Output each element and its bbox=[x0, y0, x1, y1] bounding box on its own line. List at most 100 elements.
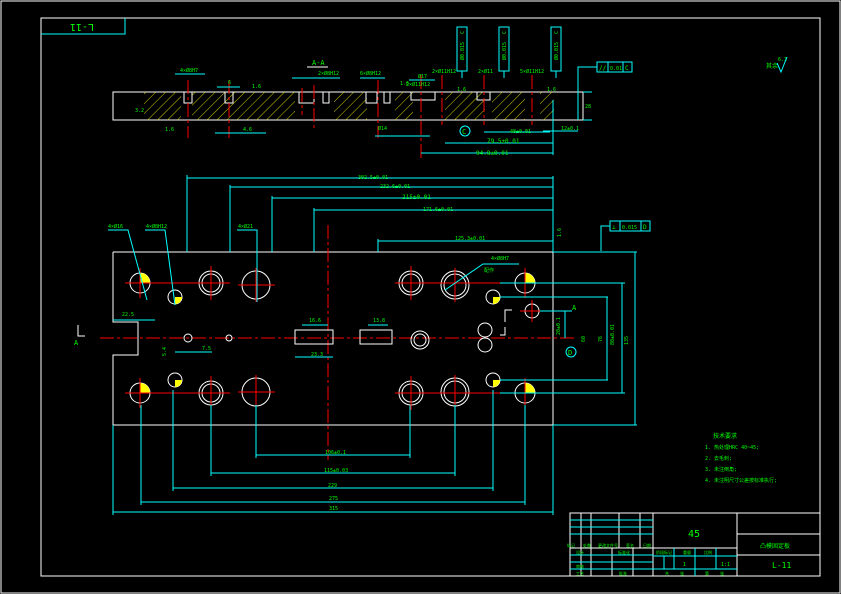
svg-text:16.6: 16.6 bbox=[309, 318, 321, 324]
svg-text:Ø0.015: Ø0.015 bbox=[501, 42, 508, 60]
svg-text:第: 第 bbox=[705, 570, 709, 576]
thickness-dim: 28 bbox=[585, 104, 591, 110]
drawing-number-tag bbox=[41, 18, 126, 35]
svg-text:106±0.1: 106±0.1 bbox=[325, 450, 346, 456]
hatch-region bbox=[395, 92, 413, 120]
svg-text:20±0.1: 20±0.1 bbox=[556, 317, 562, 335]
hole-callout: 4×Ø8H12 bbox=[146, 223, 167, 230]
svg-text:C: C bbox=[554, 31, 560, 34]
hole-callout: 2×Ø8H12 bbox=[318, 70, 339, 77]
svg-text:80±0.01: 80±0.01 bbox=[610, 324, 616, 345]
svg-text:张: 张 bbox=[680, 570, 684, 576]
hatch-region bbox=[232, 92, 295, 120]
drawing-number-text: L-11 bbox=[772, 561, 791, 570]
roughness-value: 1.6 bbox=[400, 81, 409, 87]
tolerance-frame: Ø0.015 C bbox=[550, 26, 562, 78]
svg-text:229: 229 bbox=[328, 483, 337, 489]
svg-text:设计: 设计 bbox=[576, 549, 584, 555]
svg-text:标记: 标记 bbox=[567, 542, 575, 548]
hatch-region bbox=[492, 92, 525, 120]
counterbore bbox=[383, 91, 391, 104]
roughness-note: 其余 6.3 bbox=[766, 56, 788, 74]
svg-text:工艺: 工艺 bbox=[576, 571, 584, 576]
svg-text:302.5±0.01: 302.5±0.01 bbox=[358, 175, 388, 181]
parallelism-frame: // 0.01 C bbox=[577, 61, 633, 92]
svg-text:135: 135 bbox=[624, 336, 630, 345]
svg-text:215±0.01: 215±0.01 bbox=[402, 194, 431, 201]
drawing-number-tag-text: L-11 bbox=[70, 21, 94, 32]
svg-text:22.5: 22.5 bbox=[122, 312, 134, 318]
svg-text:6.3: 6.3 bbox=[778, 57, 787, 63]
svg-text://: // bbox=[599, 65, 607, 72]
tech-requirements: 技术要求 1. 热处理HRC 40~45; 2. 去毛刺; 3. 未注倒角; 4… bbox=[705, 432, 777, 484]
svg-text:处数: 处数 bbox=[583, 542, 591, 548]
svg-text:其余: 其余 bbox=[766, 62, 778, 70]
hole-callout: 4×Ø8H7 bbox=[180, 67, 198, 74]
svg-text:115±0.03: 115±0.03 bbox=[324, 468, 348, 474]
hatch-region bbox=[144, 92, 181, 120]
hole-callout: 4×Ø21 bbox=[238, 223, 253, 230]
svg-text:0.01: 0.01 bbox=[610, 66, 622, 72]
svg-text:76: 76 bbox=[598, 336, 604, 342]
svg-text:张: 张 bbox=[720, 570, 724, 576]
svg-text:Ø0.015: Ø0.015 bbox=[459, 42, 466, 60]
svg-text:D: D bbox=[568, 349, 572, 357]
hole-callout: 4×Ø16 bbox=[108, 223, 123, 230]
hole-callout: 2×Ø11 bbox=[478, 68, 493, 75]
svg-text:批准: 批准 bbox=[619, 570, 627, 576]
svg-text:23.3: 23.3 bbox=[311, 352, 323, 358]
hatch-region bbox=[334, 92, 367, 120]
roughness-value: 3.2 bbox=[135, 108, 144, 114]
tolerance-frame: Ø0.015 C bbox=[498, 26, 510, 78]
datum-c-symbol bbox=[459, 125, 471, 137]
svg-text:签名: 签名 bbox=[626, 542, 634, 548]
inner-frame bbox=[40, 17, 821, 577]
hatch-region bbox=[192, 92, 232, 120]
datum-c-label: C bbox=[462, 128, 466, 136]
hole-callout: 2×Ø11H12 bbox=[406, 81, 430, 88]
svg-text:0.015: 0.015 bbox=[622, 225, 637, 231]
svg-text:60: 60 bbox=[581, 336, 587, 342]
counterbore bbox=[410, 91, 436, 101]
hole-callout: 2×Ø11H12 bbox=[432, 68, 456, 75]
hole-callout: 4×Ø8H7 bbox=[491, 255, 509, 262]
hatch-region bbox=[445, 92, 485, 120]
plate-outline bbox=[112, 251, 554, 426]
section-marker: A bbox=[74, 339, 79, 347]
punch-slot bbox=[294, 329, 334, 345]
section-label: A-A bbox=[312, 59, 325, 67]
roughness-value: 1.6 bbox=[547, 87, 556, 93]
counterbore bbox=[365, 91, 378, 104]
dimension-text: 48±0.01 bbox=[510, 129, 531, 135]
tech-requirement-item: 1. 热处理HRC 40~45; bbox=[705, 444, 759, 451]
roughness-value: 1.6 bbox=[252, 84, 261, 90]
tech-requirements-title: 技术要求 bbox=[713, 432, 737, 440]
part-name-text: 凸模固定板 bbox=[760, 542, 790, 550]
tolerance-frame: Ø0.015 C bbox=[456, 26, 468, 78]
svg-text:D: D bbox=[643, 224, 647, 231]
depth-dim: 6 bbox=[228, 80, 231, 86]
svg-text:标准化: 标准化 bbox=[618, 549, 630, 555]
quantity-value: 1 bbox=[683, 562, 686, 568]
scale-value: 1:1 bbox=[721, 562, 730, 568]
svg-text:阶段标记: 阶段标记 bbox=[656, 549, 672, 555]
tech-requirement-item: 3. 未注倒角; bbox=[705, 466, 737, 473]
tech-requirement-item: 2. 去毛刺; bbox=[705, 455, 732, 462]
svg-text:232.6±0.01: 232.6±0.01 bbox=[380, 184, 410, 190]
hole-callout: 配作 bbox=[484, 267, 494, 274]
right-dimensions: 135 80±0.01 76 20±0.1 60 bbox=[500, 251, 637, 426]
svg-text:7.5: 7.5 bbox=[202, 346, 211, 352]
punch-slot bbox=[359, 329, 393, 345]
svg-text:315: 315 bbox=[329, 506, 338, 512]
hole-callout: 5×Ø11H12 bbox=[520, 68, 544, 75]
perpendicularity-frame: ⊥ 0.015 D bbox=[600, 220, 651, 251]
svg-text:Ø0.015: Ø0.015 bbox=[553, 42, 560, 60]
roughness-value: 1.6 bbox=[557, 228, 563, 237]
dimension-text: 12±0.1 bbox=[561, 126, 579, 132]
depth-dim: Ø14 bbox=[378, 125, 387, 132]
svg-text:125.3±0.01: 125.3±0.01 bbox=[455, 236, 485, 242]
svg-text:审核: 审核 bbox=[576, 563, 584, 569]
dimension-text: 79.5±0.01 bbox=[487, 138, 520, 145]
datum-d-symbol bbox=[565, 346, 577, 358]
